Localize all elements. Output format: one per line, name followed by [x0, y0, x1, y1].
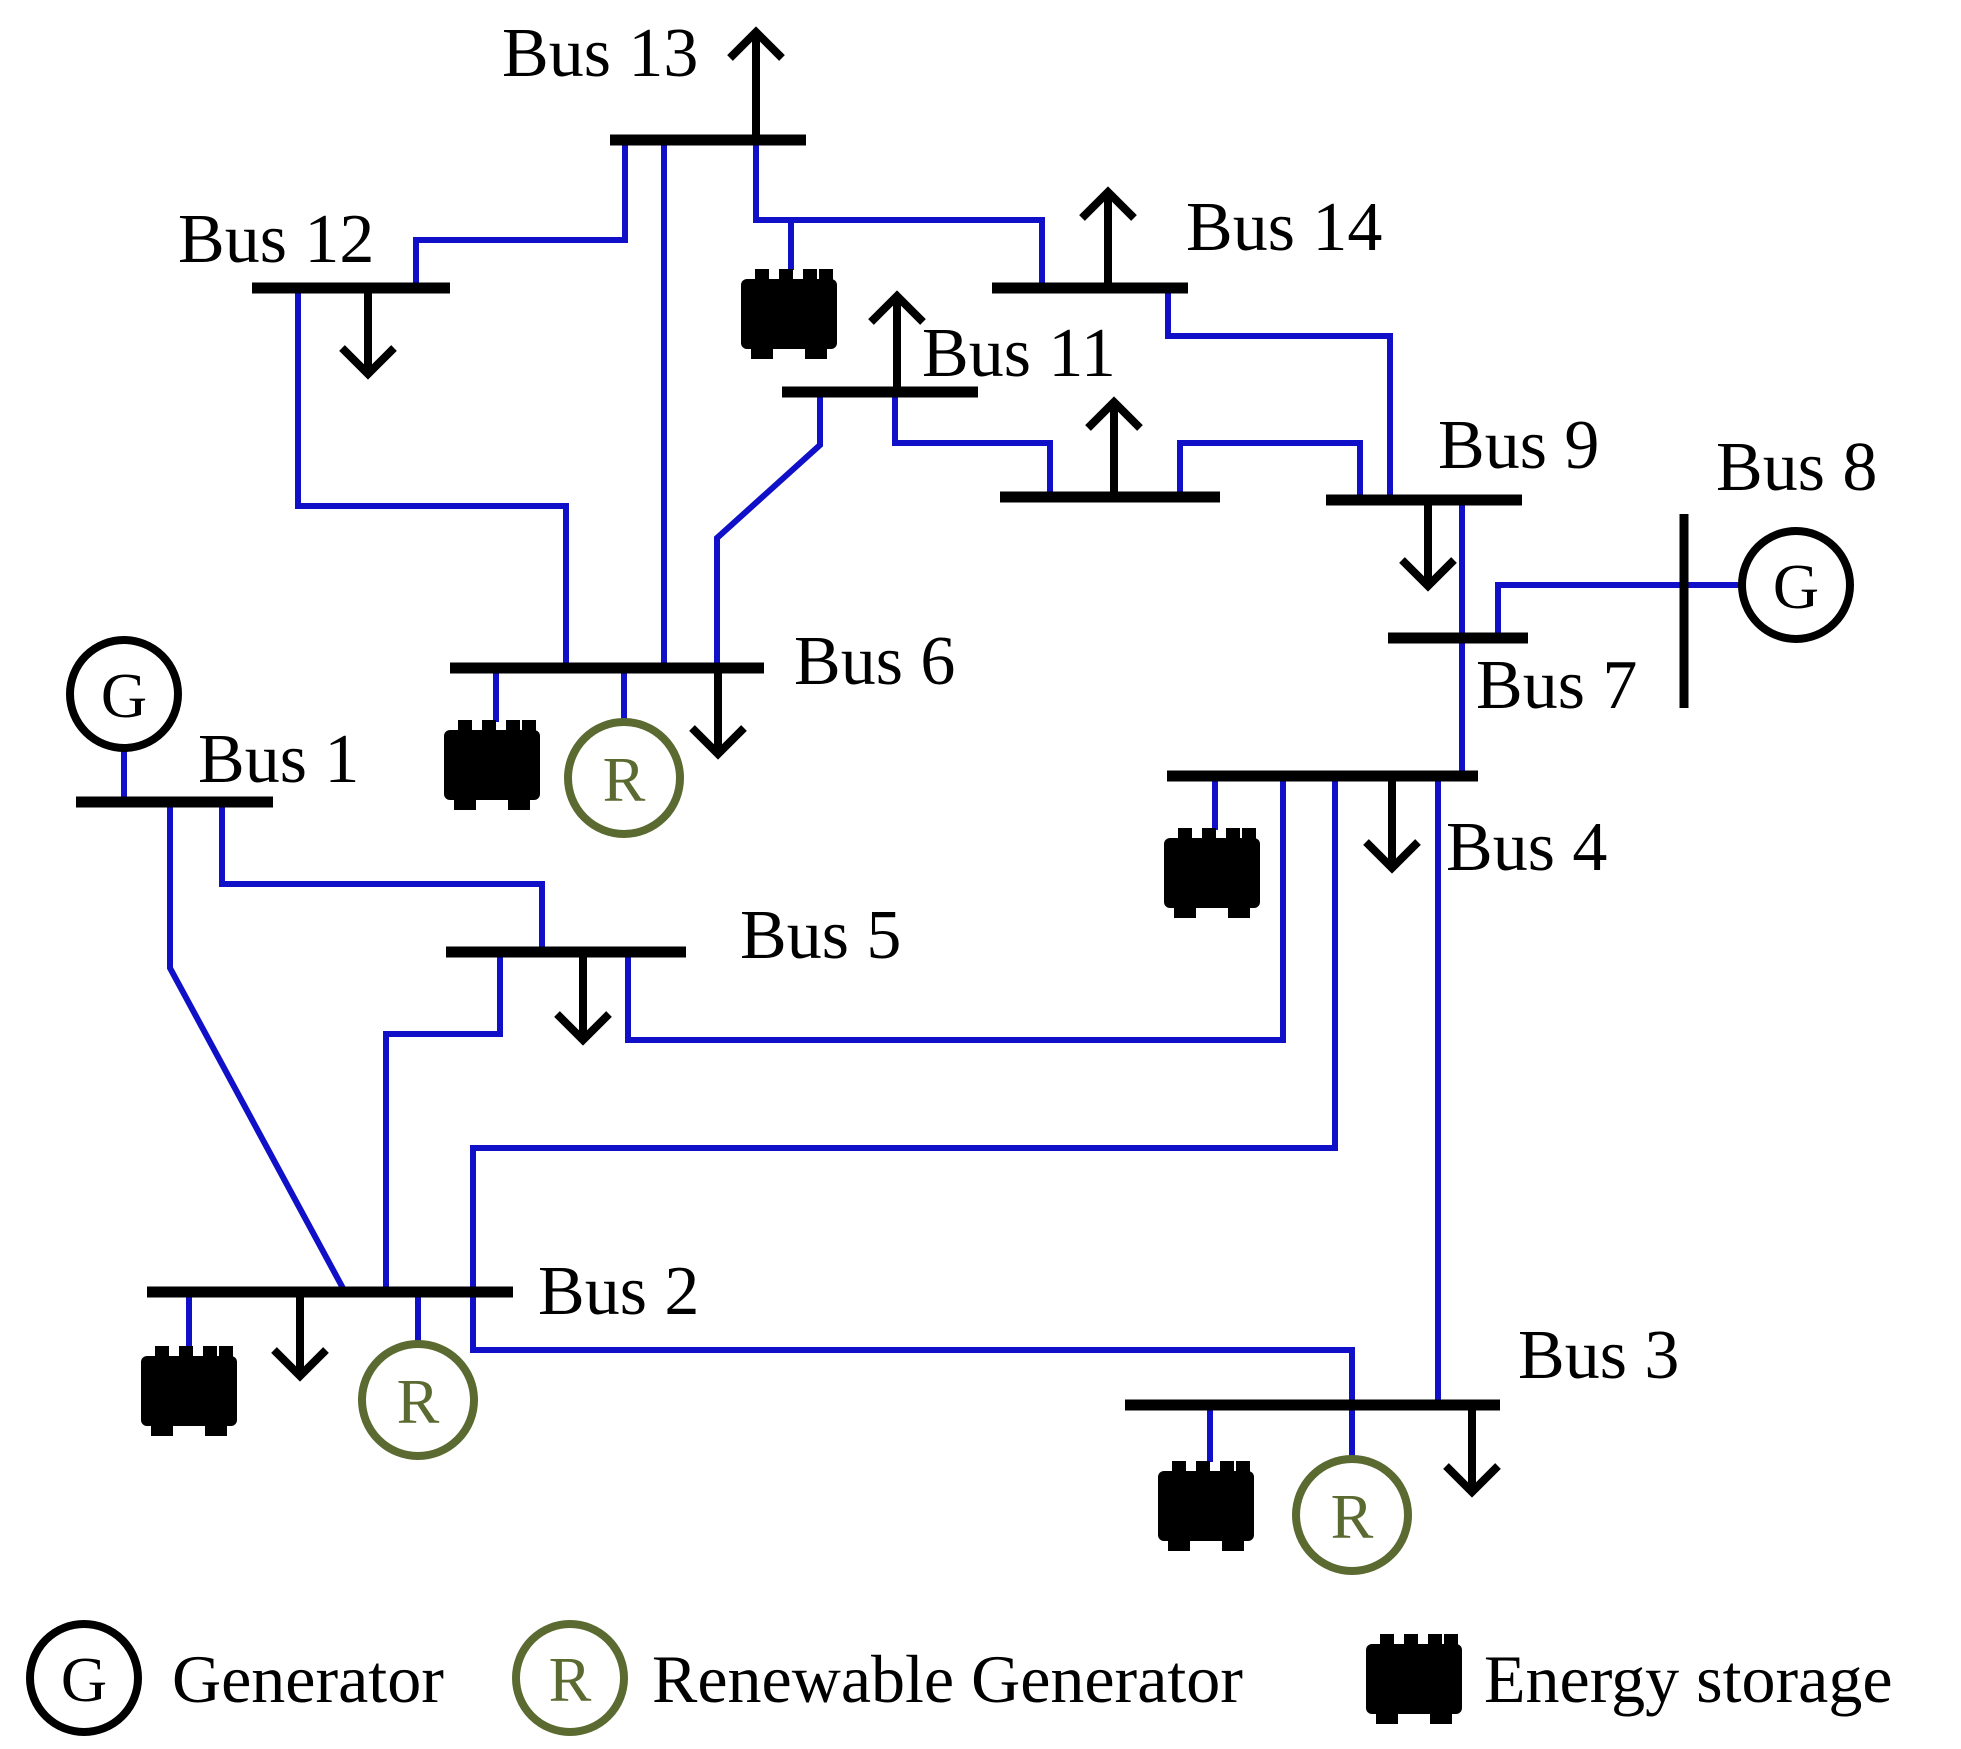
generator-bus1: G	[66, 636, 182, 752]
battery-icon	[1164, 828, 1260, 918]
bus-label-4: Bus 4	[1446, 809, 1607, 886]
line-14-9	[1165, 288, 1393, 500]
bus-label-11: Bus 11	[922, 315, 1116, 392]
load-arrow-bus4	[1363, 776, 1421, 874]
battery-icon	[1366, 1634, 1462, 1724]
bus-labels: Bus 1 Bus 2 Bus 3 Bus 4 Bus 5 Bus 6 Bus …	[178, 15, 1877, 1394]
renewable-symbol: R	[603, 744, 646, 815]
renewable-symbol: R	[397, 1366, 440, 1437]
line-2-4	[470, 776, 1338, 1292]
bus-label-2: Bus 2	[538, 1253, 699, 1330]
generator-symbol: G	[101, 660, 147, 731]
loads	[271, 26, 1501, 1498]
renewable-generator-bus2: R	[358, 1340, 478, 1460]
generator-circle	[66, 636, 182, 752]
bus-label-13: Bus 13	[502, 15, 698, 92]
load-arrow-bus14	[1079, 186, 1137, 288]
line-1-5	[219, 802, 545, 952]
renewable-symbol: R	[549, 1644, 592, 1715]
load-arrow-bus3	[1443, 1405, 1501, 1498]
renewable-circle	[1292, 1455, 1412, 1575]
bus-label-8: Bus 8	[1716, 429, 1877, 506]
legend-renewable-label: Renewable Generator	[652, 1641, 1243, 1717]
line-12-13	[413, 140, 628, 288]
load-arrow-bus11	[868, 290, 926, 392]
line-6-12	[295, 288, 569, 668]
bus-label-14: Bus 14	[1186, 189, 1382, 266]
line-7-8	[1495, 582, 1740, 638]
bus-label-9: Bus 9	[1438, 407, 1599, 484]
renewable-circle	[512, 1620, 628, 1736]
generator-circle	[1738, 527, 1854, 643]
line-11-10	[892, 392, 1053, 497]
line-10-9	[1177, 440, 1363, 500]
line-4-5	[625, 776, 1286, 1043]
renewable-circle	[564, 718, 684, 838]
battery-icon	[1158, 1461, 1254, 1551]
generator-symbol: G	[1773, 551, 1819, 622]
line-6-11	[714, 392, 823, 668]
legend-storage-label: Energy storage	[1484, 1641, 1893, 1717]
legend-generator-symbol: G	[26, 1620, 142, 1736]
legend-renewable-symbol: R	[512, 1620, 628, 1736]
load-arrow-bus6	[689, 668, 747, 760]
legend: G Generator R Renewable Generator Energy…	[26, 1620, 1893, 1736]
bus-label-1: Bus 1	[198, 721, 359, 798]
transmission-lines	[121, 140, 1740, 1462]
renewable-symbol: R	[1331, 1481, 1374, 1552]
load-arrow-bus9	[1399, 500, 1457, 592]
battery-icon	[444, 720, 540, 810]
line-2-5	[383, 952, 503, 1292]
generator-symbol: G	[61, 1644, 107, 1715]
load-arrow-bus12	[339, 288, 397, 380]
bus-label-6: Bus 6	[794, 623, 955, 700]
line-13-14	[753, 140, 1045, 288]
generator-circle	[26, 1620, 142, 1736]
renewable-circle	[358, 1340, 478, 1460]
renewable-generator-bus3: R	[1292, 1455, 1412, 1575]
bus-label-5: Bus 5	[740, 897, 901, 974]
load-arrow-bus2	[271, 1292, 329, 1382]
renewable-generator-bus6: R	[564, 718, 684, 838]
legend-generator-label: Generator	[172, 1641, 444, 1717]
line-1-2	[167, 802, 348, 1294]
battery-icon	[141, 1346, 237, 1436]
bus-label-7: Bus 7	[1476, 647, 1637, 724]
battery-icon	[741, 269, 837, 359]
load-arrow-bus5	[554, 952, 612, 1046]
load-arrow-bus10	[1085, 396, 1143, 497]
load-arrow-bus13	[727, 26, 785, 140]
bus-label-12: Bus 12	[178, 201, 374, 278]
bus-label-3: Bus 3	[1518, 1317, 1679, 1394]
generator-bus8: G	[1738, 527, 1854, 643]
